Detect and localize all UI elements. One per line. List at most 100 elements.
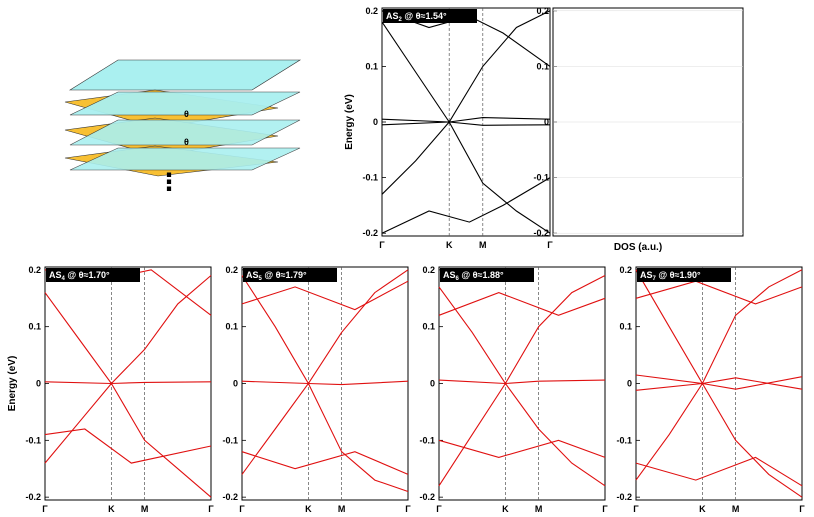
- x-tick-label: K: [305, 504, 312, 514]
- x-tick-label: K: [502, 504, 509, 514]
- panel-label: AS7 @ θ≈1.90°: [637, 268, 731, 282]
- series-line: [635, 377, 803, 391]
- series-line: [241, 275, 409, 493]
- y-tick-label: 0: [373, 117, 378, 127]
- theta-label-2: θ: [184, 137, 189, 147]
- x-tick-label: Γ: [405, 504, 411, 514]
- layer-sheet-2: [69, 91, 301, 116]
- panel-label: AS4 @ θ≈1.70°: [46, 268, 140, 282]
- series-line: [241, 451, 409, 475]
- y-tick-label: -0.2: [419, 492, 435, 502]
- panel-label-bg: [46, 268, 140, 282]
- y-tick-label: 0.1: [28, 322, 41, 332]
- series-line: [241, 269, 409, 475]
- x-tick-label: Γ: [547, 240, 553, 250]
- panel-label-bg: [243, 268, 337, 282]
- plot-frame: [635, 266, 803, 501]
- panel-label-bg: [440, 268, 534, 282]
- x-tick-label: M: [141, 504, 149, 514]
- x-tick-label: Γ: [42, 504, 48, 514]
- panel-label: AS5 @ θ≈1.79°: [243, 268, 337, 282]
- series-line: [635, 269, 803, 481]
- x-tick-label: Γ: [379, 240, 385, 250]
- y-axis-label: Energy (eV): [7, 356, 18, 412]
- plot-frame: [381, 7, 551, 237]
- series-line: [44, 275, 212, 464]
- x-tick-label: Γ: [602, 504, 608, 514]
- panel-label-text: AS6 @ θ≈1.88°: [443, 270, 504, 282]
- y-tick-label: 0.1: [365, 61, 378, 71]
- series-line: [44, 428, 212, 464]
- series-line: [44, 292, 212, 498]
- y-tick-label: 0.1: [225, 322, 238, 332]
- series-line: [381, 117, 551, 123]
- y-tick-label: -0.1: [533, 173, 549, 183]
- y-tick-label: -0.2: [25, 492, 41, 502]
- series-line: [635, 280, 803, 305]
- y-tick-label: -0.1: [616, 435, 632, 445]
- series-line: [635, 269, 803, 498]
- series-line: [381, 121, 551, 126]
- panel-label-text: AS7 @ θ≈1.90°: [640, 270, 701, 282]
- panel-label: AS2 @ θ≈1.54°: [383, 9, 477, 23]
- x-tick-label: M: [732, 504, 740, 514]
- x-tick-label: Γ: [799, 504, 805, 514]
- y-tick-label: 0: [233, 379, 238, 389]
- y-tick-label: 0.2: [536, 6, 549, 16]
- x-tick-label: M: [338, 504, 346, 514]
- panel-label-text: AS4 @ θ≈1.70°: [49, 270, 110, 282]
- layer-sheet-3: [69, 119, 301, 146]
- y-tick-label: -0.2: [616, 492, 632, 502]
- y-axis-label: Energy (eV): [344, 94, 355, 150]
- x-tick-label: Γ: [436, 504, 442, 514]
- y-tick-label: 0: [430, 379, 435, 389]
- y-tick-label: 0: [36, 379, 41, 389]
- y-tick-label: -0.1: [25, 435, 41, 445]
- series-line: [438, 286, 606, 487]
- series-line: [44, 381, 212, 385]
- series-line: [241, 280, 409, 311]
- panel-label-text: AS5 @ θ≈1.79°: [246, 270, 307, 282]
- y-tick-label: 0.2: [28, 265, 41, 275]
- y-tick-label: 0.1: [422, 322, 435, 332]
- panel-label-bg: [637, 268, 731, 282]
- series-line: [635, 456, 803, 487]
- x-tick-label: Γ: [633, 504, 639, 514]
- y-tick-label: 0.2: [619, 265, 632, 275]
- theta-label-1: θ: [184, 109, 189, 119]
- series-line: [438, 292, 606, 316]
- x-tick-label: Γ: [208, 504, 214, 514]
- series-line: [438, 439, 606, 458]
- y-tick-label: 0.1: [536, 61, 549, 71]
- layer-schematic: θ θ ⋮: [64, 59, 302, 196]
- y-tick-label: 0.2: [225, 265, 238, 275]
- layer-sheet-1: [68, 59, 302, 91]
- series-line: [381, 10, 551, 195]
- series-line: [241, 380, 409, 386]
- ellipsis: ⋮: [157, 168, 181, 196]
- y-tick-label: -0.1: [419, 435, 435, 445]
- x-tick-label: M: [479, 240, 487, 250]
- x-tick-label: Γ: [239, 504, 245, 514]
- series-line: [559, 11, 743, 236]
- y-tick-label: -0.2: [222, 492, 238, 502]
- series-line: [438, 379, 606, 385]
- series-line: [635, 374, 803, 390]
- x-tick-label: K: [108, 504, 115, 514]
- y-tick-label: -0.2: [533, 228, 549, 238]
- y-tick-label: 0.2: [422, 265, 435, 275]
- series-line: [438, 275, 606, 487]
- panel-label-bg: [383, 9, 477, 23]
- series-line: [381, 21, 551, 234]
- x-tick-label: M: [535, 504, 543, 514]
- y-tick-label: 0.1: [619, 322, 632, 332]
- y-tick-label: -0.1: [362, 173, 378, 183]
- layer-sheet-4: [69, 147, 301, 171]
